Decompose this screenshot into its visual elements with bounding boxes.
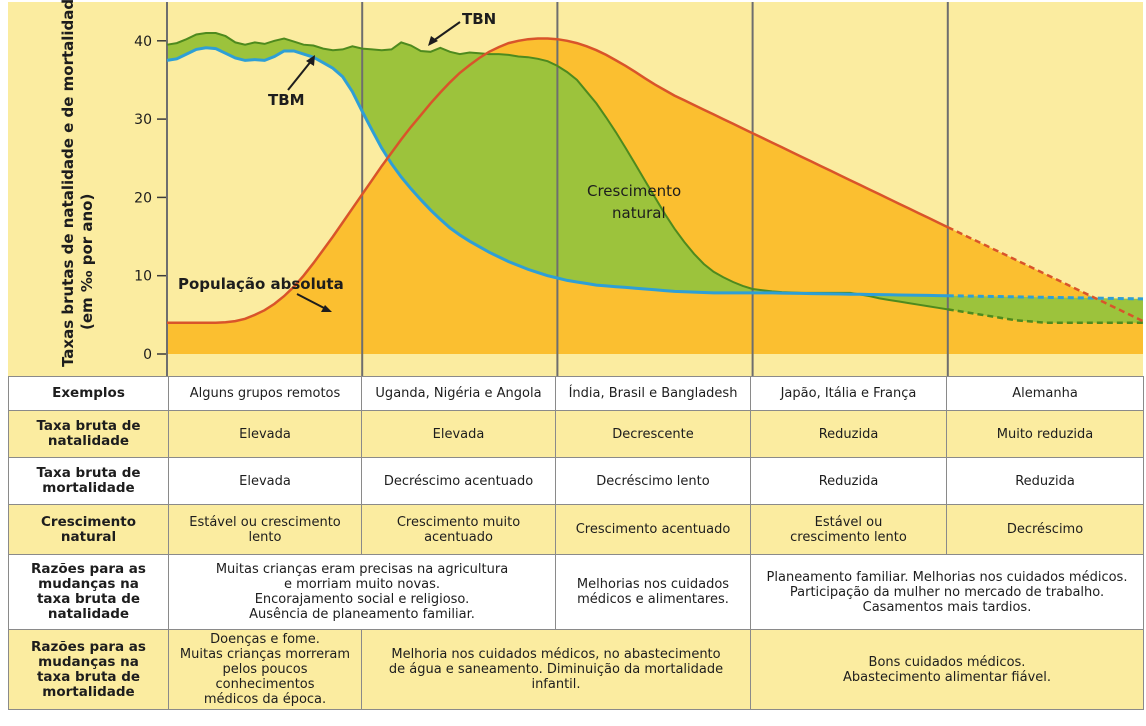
table-cell: Decréscimo lento	[555, 457, 751, 505]
population-arrow	[296, 293, 327, 310]
table-cell: Índia, Brasil e Bangladesh	[555, 376, 751, 411]
row-header: Razões para as mudanças na taxa bruta de…	[8, 554, 169, 630]
table-cell: Muitas crianças eram precisas na agricul…	[168, 554, 556, 630]
demographic-transition-chart: 0 10 20 30 40 Taxas brutas de natalidade e d…	[8, 0, 1144, 376]
y-tick-label: 20	[134, 190, 152, 206]
table-cell: Muito reduzida	[946, 410, 1144, 458]
tbn-line-projection	[947, 308, 1143, 324]
table-cell: Melhorias nos cuidados médicos e aliment…	[555, 554, 751, 630]
table-cell: Elevada	[168, 457, 362, 505]
table-cell: Doenças e fome. Muitas crianças morreram…	[168, 629, 362, 710]
population-arrow-head	[321, 305, 332, 312]
y-tick-label: 40	[134, 34, 152, 50]
tbn-annotation: TBN	[462, 10, 496, 28]
table-cell: Alemanha	[946, 376, 1144, 411]
table-cell: Reduzida	[946, 457, 1144, 505]
table-cell: Decréscimo acentuado	[361, 457, 556, 505]
row-header: Crescimento natural	[8, 504, 169, 555]
tbm-line	[166, 46, 948, 298]
tbn-arrow-head	[428, 36, 438, 46]
table-cell: Estável ou crescimento lento	[750, 504, 947, 555]
table-cell: Uganda, Nigéria e Angola	[361, 376, 556, 411]
table-cell: Decréscimo	[946, 504, 1144, 555]
y-tick-label: 10	[134, 269, 152, 285]
y-tick-label: 0	[143, 347, 152, 363]
table-cell: Reduzida	[750, 457, 947, 505]
y-axis-ticks: 0 10 20 30 40	[134, 34, 166, 363]
natural-growth-annotation-line1: Crescimento	[587, 182, 681, 200]
table-cell: Planeamento familiar. Melhorias nos cuid…	[750, 554, 1144, 630]
table-cell: Elevada	[361, 410, 556, 458]
row-header: Razões para as mudanças na taxa bruta de…	[8, 629, 169, 710]
row-header: Taxa bruta de mortalidade	[8, 457, 169, 505]
population-line-projection	[947, 226, 1144, 323]
table-cell: Melhoria nos cuidados médicos, no abaste…	[361, 629, 751, 710]
table-row: Razões para as mudanças na taxa bruta de…	[8, 554, 1144, 630]
table-cell: Japão, Itália e França	[750, 376, 947, 411]
tbm-line-projection	[947, 294, 1144, 301]
table-cell: Crescimento muito acentuado	[361, 504, 556, 555]
tbm-arrow	[287, 59, 313, 91]
natural-growth-area	[167, 33, 1143, 323]
table-cell: Elevada	[168, 410, 362, 458]
table-cell: Estável ou crescimento lento	[168, 504, 362, 555]
table-cell: Decrescente	[555, 410, 751, 458]
y-axis-label-line1: Taxas brutas de natalidade e de mortalid…	[59, 0, 77, 367]
tbm-arrow-head	[306, 55, 315, 66]
population-line	[167, 37, 949, 324]
row-header: Taxa bruta de natalidade	[8, 410, 169, 458]
table-cell: Crescimento acentuado	[555, 504, 751, 555]
natural-growth-annotation-line2: natural	[612, 204, 666, 222]
table-cell: Alguns grupos remotos	[168, 376, 362, 411]
stage-dividers	[166, 2, 949, 376]
table-row: Razões para as mudanças na taxa bruta de…	[8, 629, 1144, 710]
tbn-arrow	[432, 21, 461, 42]
table-cell: Bons cuidados médicos. Abastecimento ali…	[750, 629, 1144, 710]
population-annotation: População absoluta	[178, 275, 344, 293]
row-header: Exemplos	[8, 376, 169, 411]
table-cell: Reduzida	[750, 410, 947, 458]
y-tick-label: 30	[134, 112, 152, 128]
y-axis-label-line2: (em ‰ por ano)	[78, 194, 96, 330]
tbm-annotation: TBM	[268, 91, 305, 109]
